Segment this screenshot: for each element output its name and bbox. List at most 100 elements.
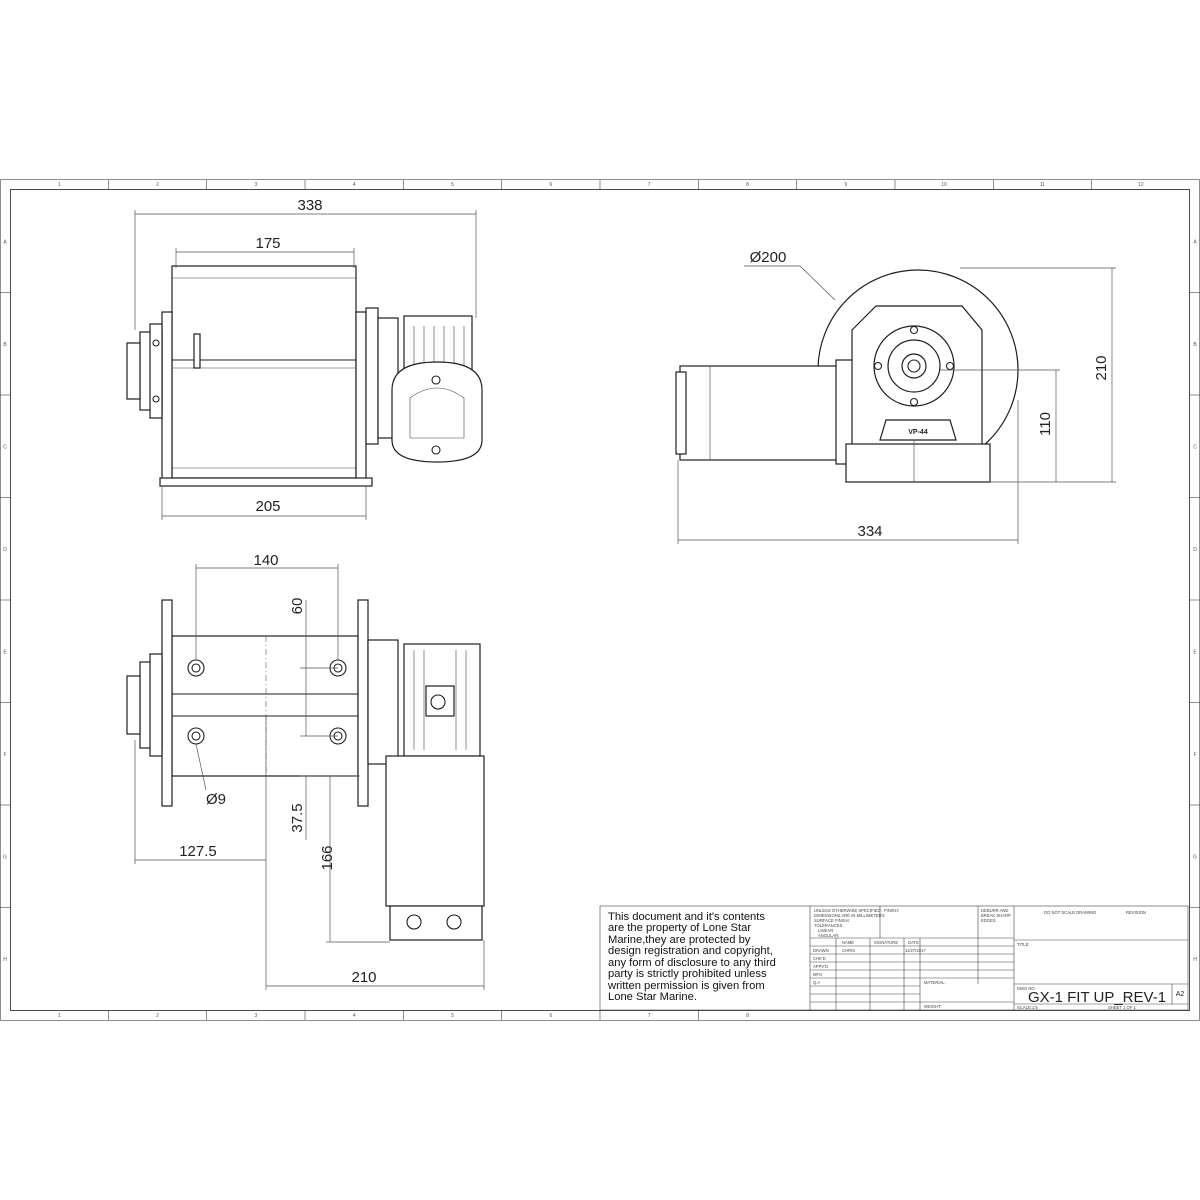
row-label: DRAWN — [813, 948, 829, 953]
zone-label-right: B — [1193, 342, 1197, 348]
drawn-name: CHRIS — [842, 948, 855, 953]
notice-line: written permission is given from — [607, 980, 765, 992]
side-view: VP-44 — [675, 269, 1019, 483]
zone-label-top: 2 — [156, 182, 159, 188]
dim-d200: Ø200 — [750, 249, 787, 266]
col-signature: SIGNATURE — [874, 940, 898, 945]
finish-label: FINISH: — [884, 908, 899, 913]
zone-label-top: 6 — [549, 182, 552, 188]
dim-140: 140 — [253, 552, 278, 569]
zone-label-bottom: 8 — [746, 1013, 749, 1019]
motor-label: VP-44 — [908, 429, 928, 436]
top-view — [126, 265, 483, 487]
dim-338: 338 — [297, 197, 322, 214]
zone-label-bottom: 7 — [648, 1013, 651, 1019]
notice-line: any form of disclosure to any third — [608, 957, 776, 969]
zone-label-bottom: 2 — [156, 1013, 159, 1019]
zone-label-right: G — [1193, 854, 1197, 860]
side-view-dimensions: Ø200 210 110 334 — [677, 249, 1116, 544]
front-view-dimensions: 140 60 Ø9 127.5 37.5 166 210 — [134, 552, 485, 990]
deburr-label: EDGES — [981, 918, 996, 923]
top-view-dimensions: 338 175 205 — [134, 197, 477, 520]
tolerance-note: LINEAR: — [818, 928, 834, 933]
scale-label: SCALE:1:5 — [1017, 1005, 1038, 1010]
notice-line: are the property of Lone Star — [608, 922, 751, 934]
dim-175: 175 — [255, 235, 280, 252]
zone-label-right: D — [1193, 547, 1197, 553]
front-view — [126, 599, 485, 941]
dim-37-5: 37.5 — [289, 803, 306, 832]
tolerance-note: UNLESS OTHERWISE SPECIFIED: — [814, 908, 882, 913]
dim-166: 166 — [319, 845, 336, 870]
zone-label-right: A — [1193, 239, 1197, 245]
notice-line: Lone Star Marine. — [608, 991, 697, 1003]
zone-label-bottom: 4 — [353, 1013, 356, 1019]
zone-label-left: A — [3, 239, 7, 245]
row-label: APPV'D — [813, 964, 828, 969]
title-block — [599, 905, 1189, 1011]
zone-label-top: 4 — [353, 182, 356, 188]
zone-label-bottom: 3 — [254, 1013, 257, 1019]
dim-d9: Ø9 — [206, 791, 226, 808]
material-label: MATERIAL: — [924, 980, 946, 985]
deburr-label: DEBURR AND — [981, 908, 1008, 913]
do-not-scale: DO NOT SCALE DRAWING — [1044, 910, 1096, 915]
zone-label-left: F — [3, 752, 6, 758]
dim-110: 110 — [1037, 412, 1054, 436]
zone-label-top: 12 — [1138, 182, 1144, 188]
dim-210-height: 210 — [1093, 355, 1110, 380]
zone-label-right: C — [1193, 444, 1197, 450]
zone-label-top: 3 — [254, 182, 257, 188]
zone-label-left: C — [3, 444, 7, 450]
row-label: CHK'D — [813, 956, 826, 961]
zone-label-top: 11 — [1040, 182, 1045, 188]
zone-label-right: E — [1193, 649, 1197, 655]
dwg-no: GX-1 FIT UP_REV-1 — [1028, 989, 1166, 1006]
tolerance-note: SURFACE FINISH: — [814, 918, 850, 923]
dim-60: 60 — [289, 598, 306, 615]
tolerance-note: ANGULAR: — [818, 933, 839, 938]
notice-line: This document and it's contents — [608, 911, 765, 923]
zone-label-left: G — [3, 854, 7, 860]
zone-label-bottom: 1 — [58, 1013, 61, 1019]
sheet-size: A2 — [1176, 991, 1185, 998]
dim-210-width: 210 — [351, 969, 376, 986]
zone-label-left: H — [3, 957, 7, 963]
zone-label-top: 9 — [844, 182, 847, 188]
tolerance-note: DIMENSIONS ARE IN MILLIMETERS — [814, 913, 885, 918]
row-label: Q.A — [813, 980, 820, 985]
zone-label-top: 1 — [58, 182, 61, 188]
zone-label-left: E — [3, 649, 7, 655]
sheet-label: SHEET 1 OF 1 — [1108, 1005, 1137, 1010]
zone-label-bottom: 5 — [451, 1013, 454, 1019]
revision-label: REVISION — [1126, 910, 1146, 915]
zone-label-bottom: 6 — [549, 1013, 552, 1019]
row-label: MFG — [813, 972, 822, 977]
notice-line: party is strictly prohibited unless — [608, 968, 767, 980]
tolerance-note: TOLERANCES: — [814, 923, 843, 928]
zone-label-right: H — [1193, 957, 1197, 963]
zone-label-top: 5 — [451, 182, 454, 188]
zone-label-top: 7 — [648, 182, 651, 188]
dim-205: 205 — [255, 498, 280, 515]
zone-label-left: B — [3, 342, 7, 348]
dim-334: 334 — [857, 523, 882, 540]
zone-label-left: D — [3, 547, 7, 553]
weight-label: WEIGHT: — [924, 1004, 941, 1009]
title-block-labels: UNLESS OTHERWISE SPECIFIED: DIMENSIONS A… — [813, 908, 1184, 1010]
title-label: TITLE: — [1017, 942, 1030, 947]
dim-127-5: 127.5 — [179, 843, 217, 860]
col-date: DATE — [908, 940, 919, 945]
notice-line: design registration and copyright, — [608, 945, 773, 957]
col-name: NAME — [842, 940, 854, 945]
zone-label-top: 8 — [746, 182, 749, 188]
drawn-date: 11/27/2017 — [905, 948, 926, 953]
zone-label-top: 10 — [941, 182, 947, 188]
zone-label-right: F — [1193, 752, 1196, 758]
deburr-label: BREAK SHARP — [981, 913, 1011, 918]
notice-line: Marine,they are protected by — [608, 934, 751, 946]
notice-text: This document and it's contents are the … — [607, 911, 776, 1003]
dwg-no-label: DWG NO. — [1017, 986, 1036, 991]
